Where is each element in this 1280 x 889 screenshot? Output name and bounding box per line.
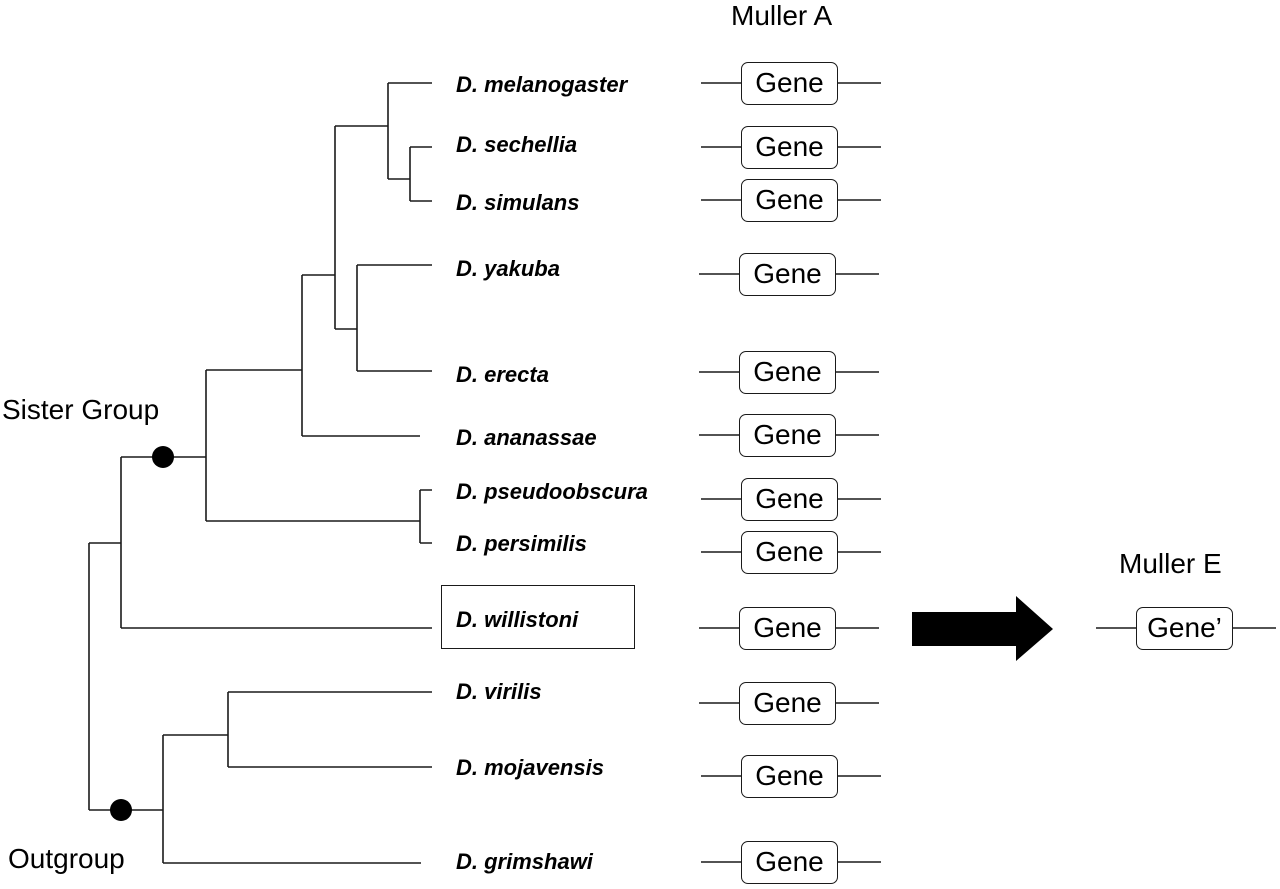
gene-box: Gene (739, 607, 836, 650)
branch (334, 125, 388, 330)
gene-box: Gene (741, 62, 838, 105)
muller-e-header: Muller E (1119, 548, 1222, 579)
gene-box: Gene (741, 179, 838, 222)
species-label: D. persimilis (456, 531, 587, 556)
outgroup-label: Outgroup (8, 843, 125, 874)
species-label: D. grimshawi (456, 849, 593, 874)
species-label: D. mojavensis (456, 755, 604, 780)
branch (162, 734, 421, 864)
species-label: D. erecta (456, 362, 549, 387)
gene-box: Gene (741, 126, 838, 169)
species-label: D. virilis (456, 679, 542, 704)
relocation-arrow (912, 596, 1053, 661)
branch (356, 264, 432, 372)
relocated-gene-box: Gene’ (1136, 607, 1233, 650)
species-label: D. simulans (456, 190, 580, 215)
gene-box: Gene (741, 531, 838, 574)
species-label-highlighted: D. willistoni (456, 607, 579, 632)
muller-a-header: Muller A (731, 0, 833, 31)
species-label: D. ananassae (456, 425, 597, 450)
gene-box: Gene (739, 253, 836, 296)
branch (387, 82, 432, 202)
branch (419, 489, 432, 544)
branch (301, 274, 420, 437)
branch (88, 542, 163, 811)
gene-box: Gene (739, 682, 836, 725)
sister-group-label: Sister Group (2, 394, 160, 425)
gene-box: Gene (741, 478, 838, 521)
gene-box: Gene (741, 841, 838, 884)
species-label: D. pseudoobscura (456, 479, 648, 504)
species-label: D. sechellia (456, 132, 578, 157)
gene-box: Gene (739, 414, 836, 457)
species-label: D. yakuba (456, 256, 560, 281)
branch (227, 691, 432, 768)
species-label: D. melanogaster (456, 72, 628, 97)
gene-box: Gene (739, 351, 836, 394)
branch (120, 456, 432, 629)
outgroup-node-marker (110, 799, 132, 821)
sister-group-node-marker (152, 446, 174, 468)
branch (205, 369, 420, 522)
gene-flank-lines (699, 82, 1276, 863)
highlight-box-willistoni (441, 585, 635, 649)
gene-box: Gene (741, 755, 838, 798)
